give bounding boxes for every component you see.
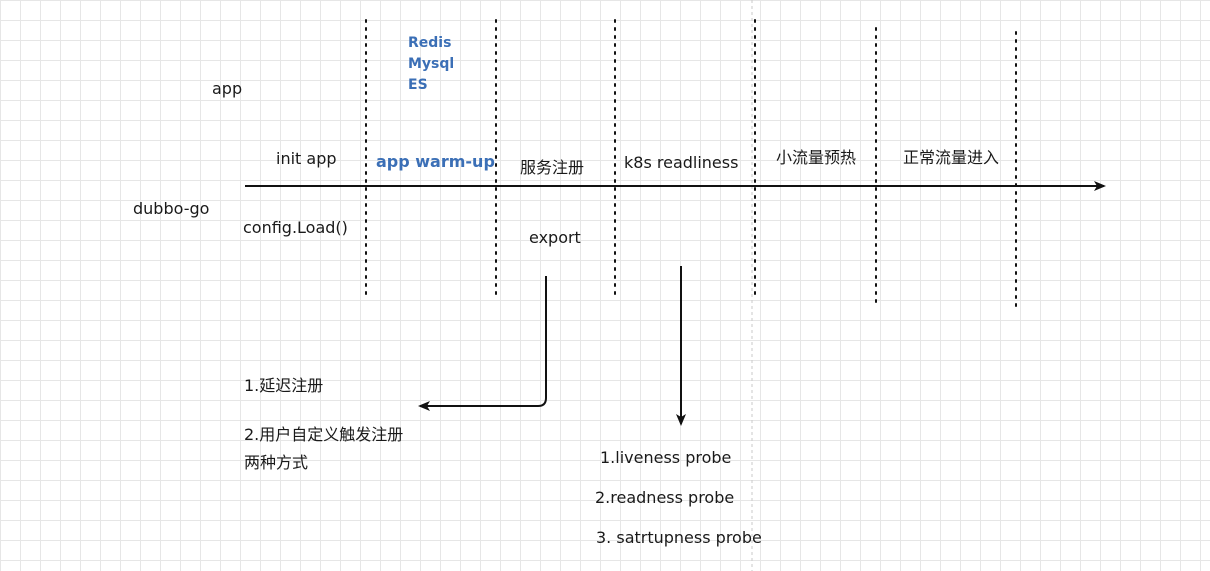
dependency-es: ES — [408, 77, 428, 93]
stage-k8s-readiness: k8s readliness — [624, 153, 739, 172]
dubbo-go-label: dubbo-go — [133, 199, 210, 218]
registration-note-two-ways: 两种方式 — [244, 453, 309, 472]
stage-normal-traffic: 正常流量进入 — [903, 148, 1000, 167]
export-label: export — [529, 228, 581, 247]
dependency-redis: Redis — [408, 35, 452, 51]
export-connector-arrow — [418, 276, 547, 411]
config-load-label: config.Load() — [243, 218, 348, 237]
app-label: app — [212, 79, 243, 98]
stage-small-traffic-warmup: 小流量预热 — [776, 148, 857, 167]
probe-startupness: 3. satrtupness probe — [596, 528, 762, 547]
stage-app-warm-up: app warm-up — [376, 152, 495, 171]
probe-readness: 2.readness probe — [595, 488, 735, 507]
registration-note-user-triggered: 2.用户自定义触发注册 — [244, 425, 404, 444]
registration-note-delayed: 1.延迟注册 — [244, 376, 324, 395]
stage-service-register: 服务注册 — [520, 158, 585, 177]
probe-liveness: 1.liveness probe — [600, 448, 732, 467]
dependency-mysql: Mysql — [408, 56, 455, 72]
stage-init-app: init app — [276, 149, 337, 168]
